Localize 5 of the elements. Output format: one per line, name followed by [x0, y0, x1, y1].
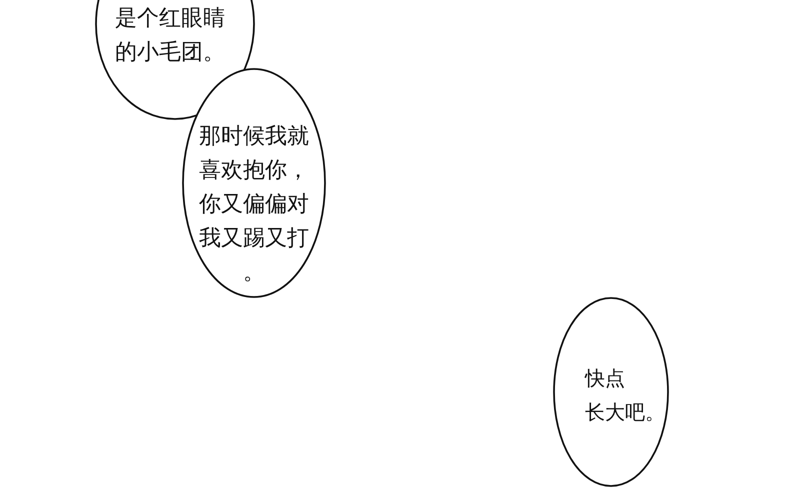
speech-bubble: [553, 297, 669, 487]
speech-bubble: [182, 68, 326, 298]
speech-text: 快点长大吧。: [585, 365, 665, 426]
speech-text: 是个红眼睛的小毛团。: [115, 5, 225, 67]
speech-text: 那时候我就喜欢抱你，你又偏偏对我又踢又打。: [199, 123, 309, 287]
